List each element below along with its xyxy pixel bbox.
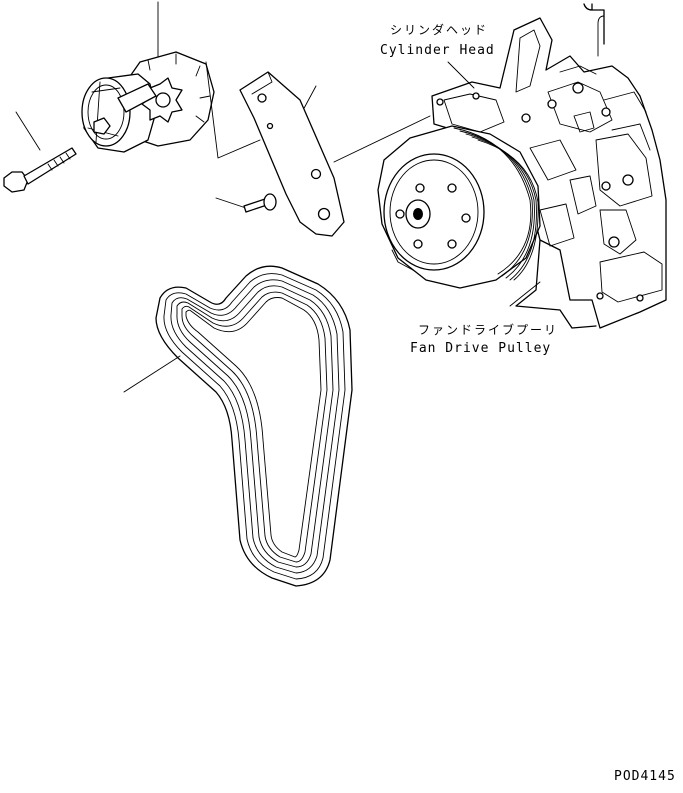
fan-drive-pulley (377, 125, 541, 307)
mounting-bolt-long (3, 111, 77, 193)
cylinder-head-label-jp: シリンダヘッド (390, 23, 489, 37)
fan-drive-pulley-label-jp: ファンドライブプーリ (418, 323, 559, 337)
fan-drive-pulley-label-en: Fan Drive Pulley (410, 341, 552, 356)
cylinder-head-label-en: Cylinder Head (380, 43, 495, 58)
tensioner-bracket (239, 71, 345, 237)
v-ribbed-belt (123, 265, 353, 587)
mounting-bolt-short (215, 193, 277, 213)
drawing-code: POD4145 (614, 769, 676, 784)
belt-tensioner (81, 1, 215, 153)
